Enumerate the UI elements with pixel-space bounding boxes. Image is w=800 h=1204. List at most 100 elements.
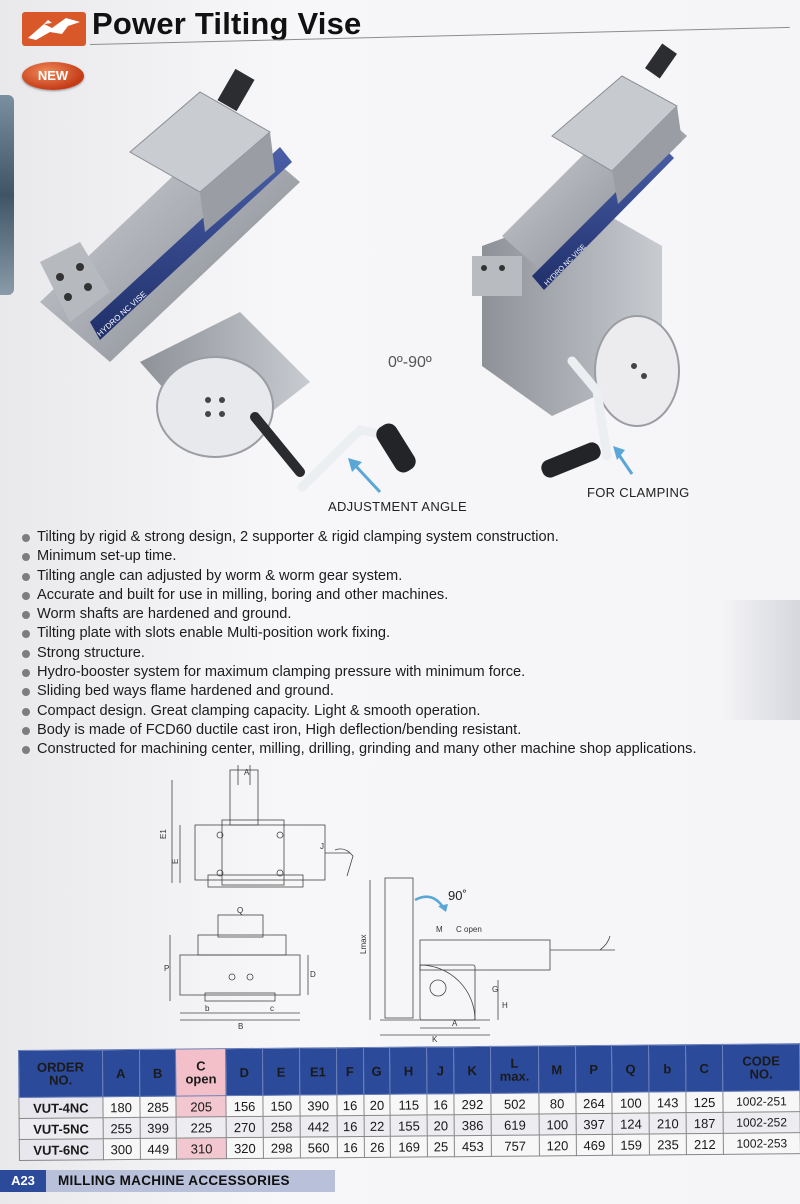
table-cell: 155 <box>390 1114 428 1137</box>
table-cell: 255 <box>102 1117 140 1139</box>
table-cell: 143 <box>649 1091 687 1113</box>
dim-label: Q <box>237 906 243 915</box>
table-cell: 442 <box>299 1115 337 1138</box>
column-header-text: A <box>116 1065 126 1081</box>
dim-label: E1 <box>160 829 168 839</box>
order-no-cell: VUT-6NC <box>19 1138 104 1161</box>
dim-label: M <box>436 925 443 934</box>
dim-label: G <box>492 985 498 994</box>
table-cell: 469 <box>575 1134 613 1156</box>
table-cell: 80 <box>538 1092 576 1114</box>
column-header-text: max. <box>499 1068 530 1084</box>
feature-item: Hydro-booster system for maximum clampin… <box>22 663 782 682</box>
table-cell: 159 <box>612 1133 650 1156</box>
column-header: E1 <box>299 1047 337 1096</box>
table-cell: 258 <box>263 1116 301 1138</box>
dim-label: A <box>452 1019 458 1028</box>
feature-item: Tilting by rigid & strong design, 2 supp… <box>22 528 782 547</box>
order-no-cell: VUT-4NC <box>18 1096 103 1119</box>
column-header: P <box>575 1045 613 1093</box>
table-cell: 22 <box>363 1115 391 1137</box>
code-no-cell: 1002-251 <box>722 1090 800 1113</box>
feature-item: Constructed for machining center, millin… <box>22 740 782 759</box>
table-cell: 187 <box>686 1112 724 1134</box>
column-header-text: b <box>663 1060 672 1076</box>
page-title: Power Tilting Vise <box>92 6 362 41</box>
table-cell: 225 <box>176 1116 227 1139</box>
table-cell: 20 <box>427 1114 455 1136</box>
column-header: C <box>685 1044 723 1092</box>
column-header-text: B <box>152 1065 163 1081</box>
table-cell: 212 <box>686 1133 724 1155</box>
table-cell: 502 <box>490 1092 539 1115</box>
tilt-angle-label: 0º-90º <box>388 354 432 371</box>
column-header-text: F <box>345 1063 354 1079</box>
column-header-text: C <box>699 1060 709 1076</box>
table-cell: 235 <box>649 1133 687 1155</box>
column-header-text: Q <box>625 1061 636 1077</box>
tilt-90-label: 90˚ <box>448 888 467 903</box>
drawing-tilt-view: 90˚ M C open Lmax H K A G <box>360 877 615 1044</box>
table-cell: 16 <box>427 1093 455 1115</box>
table-cell: 298 <box>263 1137 301 1159</box>
table-cell: 386 <box>454 1114 492 1136</box>
dim-label: E <box>171 859 180 864</box>
new-badge: NEW <box>22 62 84 90</box>
vise-illustration-left: HYDRO NC VISE <box>40 68 416 494</box>
column-header-text: NO. <box>48 1072 73 1088</box>
table-cell: 205 <box>176 1095 227 1118</box>
table-cell: 264 <box>575 1092 613 1114</box>
column-header-text: E <box>276 1064 286 1080</box>
side-tab-image <box>0 95 14 295</box>
page-footer: A23 MILLING MACHINE ACCESSORIES <box>0 1170 335 1192</box>
section-title: MILLING MACHINE ACCESSORIES <box>58 1173 290 1188</box>
table-cell: 180 <box>102 1096 140 1118</box>
column-header: K <box>453 1046 491 1094</box>
dim-label: H <box>502 1001 508 1010</box>
column-header-text: M <box>551 1061 563 1077</box>
feature-item: Compact design. Great clamping capacity.… <box>22 702 782 721</box>
column-header: b <box>648 1044 686 1092</box>
table-cell: 310 <box>176 1137 227 1160</box>
table-cell: 320 <box>226 1137 264 1159</box>
vise-illustration-right: HYDRO NC VISE <box>472 43 687 478</box>
table-cell: 210 <box>649 1112 687 1134</box>
dim-label: J <box>320 842 324 851</box>
brand-logo <box>22 12 86 46</box>
feature-item: Strong structure. <box>22 644 782 663</box>
drawing-side-view: E1 E A J <box>160 765 354 888</box>
feature-item: Body is made of FCD60 ductile cast iron,… <box>22 721 782 740</box>
page-shadow <box>720 600 800 720</box>
feature-item: Sliding bed ways flame hardened and grou… <box>22 682 782 701</box>
column-header: B <box>138 1049 177 1097</box>
code-no-cell: 1002-253 <box>723 1132 800 1155</box>
table-cell: 453 <box>454 1135 492 1157</box>
table-cell: 390 <box>299 1094 337 1117</box>
column-header: A <box>102 1049 140 1097</box>
column-header-text: K <box>467 1062 477 1078</box>
table-cell: 25 <box>427 1135 455 1157</box>
order-no-cell: VUT-5NC <box>19 1117 103 1140</box>
column-header: E <box>262 1048 300 1096</box>
column-header: H <box>389 1046 428 1095</box>
column-header: Q <box>611 1044 650 1093</box>
table-cell: 285 <box>139 1096 177 1118</box>
dim-label: P <box>164 964 169 973</box>
column-header: F <box>336 1047 364 1095</box>
table-cell: 169 <box>390 1135 428 1158</box>
table-cell: 397 <box>575 1113 613 1135</box>
table-cell: 16 <box>336 1115 364 1137</box>
table-cell: 156 <box>226 1095 264 1117</box>
dim-label: C open <box>456 925 482 934</box>
feature-item: Worm shafts are hardened and ground. <box>22 605 782 624</box>
column-header-text: G <box>371 1063 382 1079</box>
dim-label: c <box>270 1004 274 1013</box>
dim-label: A <box>244 768 250 777</box>
